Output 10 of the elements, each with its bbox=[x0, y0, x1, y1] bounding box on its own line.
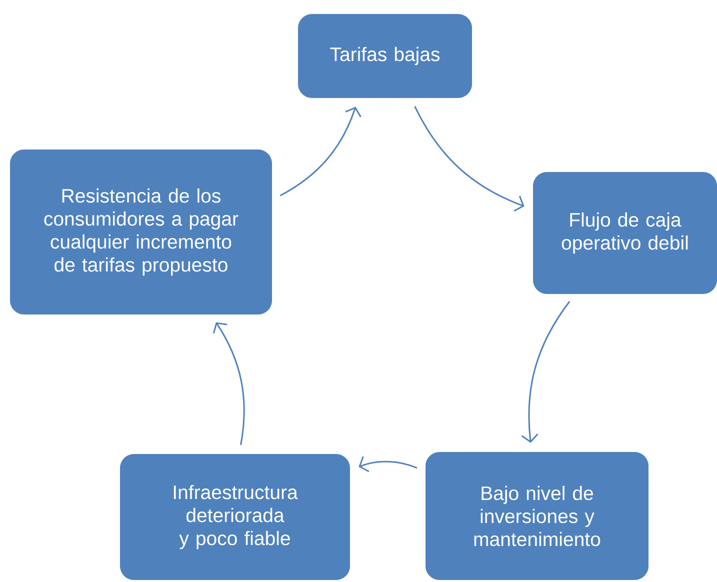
curved-arrow bbox=[521, 300, 570, 443]
process-box: Infraestructura deteriorada y poco fiable bbox=[120, 454, 350, 580]
process-box: Bajo nivel de inversiones y mantenimiento bbox=[426, 452, 648, 580]
curved-arrow bbox=[280, 106, 362, 196]
process-box: Flujo de caja operativo debil bbox=[533, 172, 717, 294]
process-box: Tarifas bajas bbox=[298, 14, 472, 98]
curved-arrow bbox=[212, 322, 245, 446]
curved-arrow bbox=[414, 106, 524, 212]
curved-arrow bbox=[358, 456, 418, 472]
process-box: Resistencia de los consumidores a pagar cualquier incremento de tarifas propuesto bbox=[10, 150, 272, 314]
